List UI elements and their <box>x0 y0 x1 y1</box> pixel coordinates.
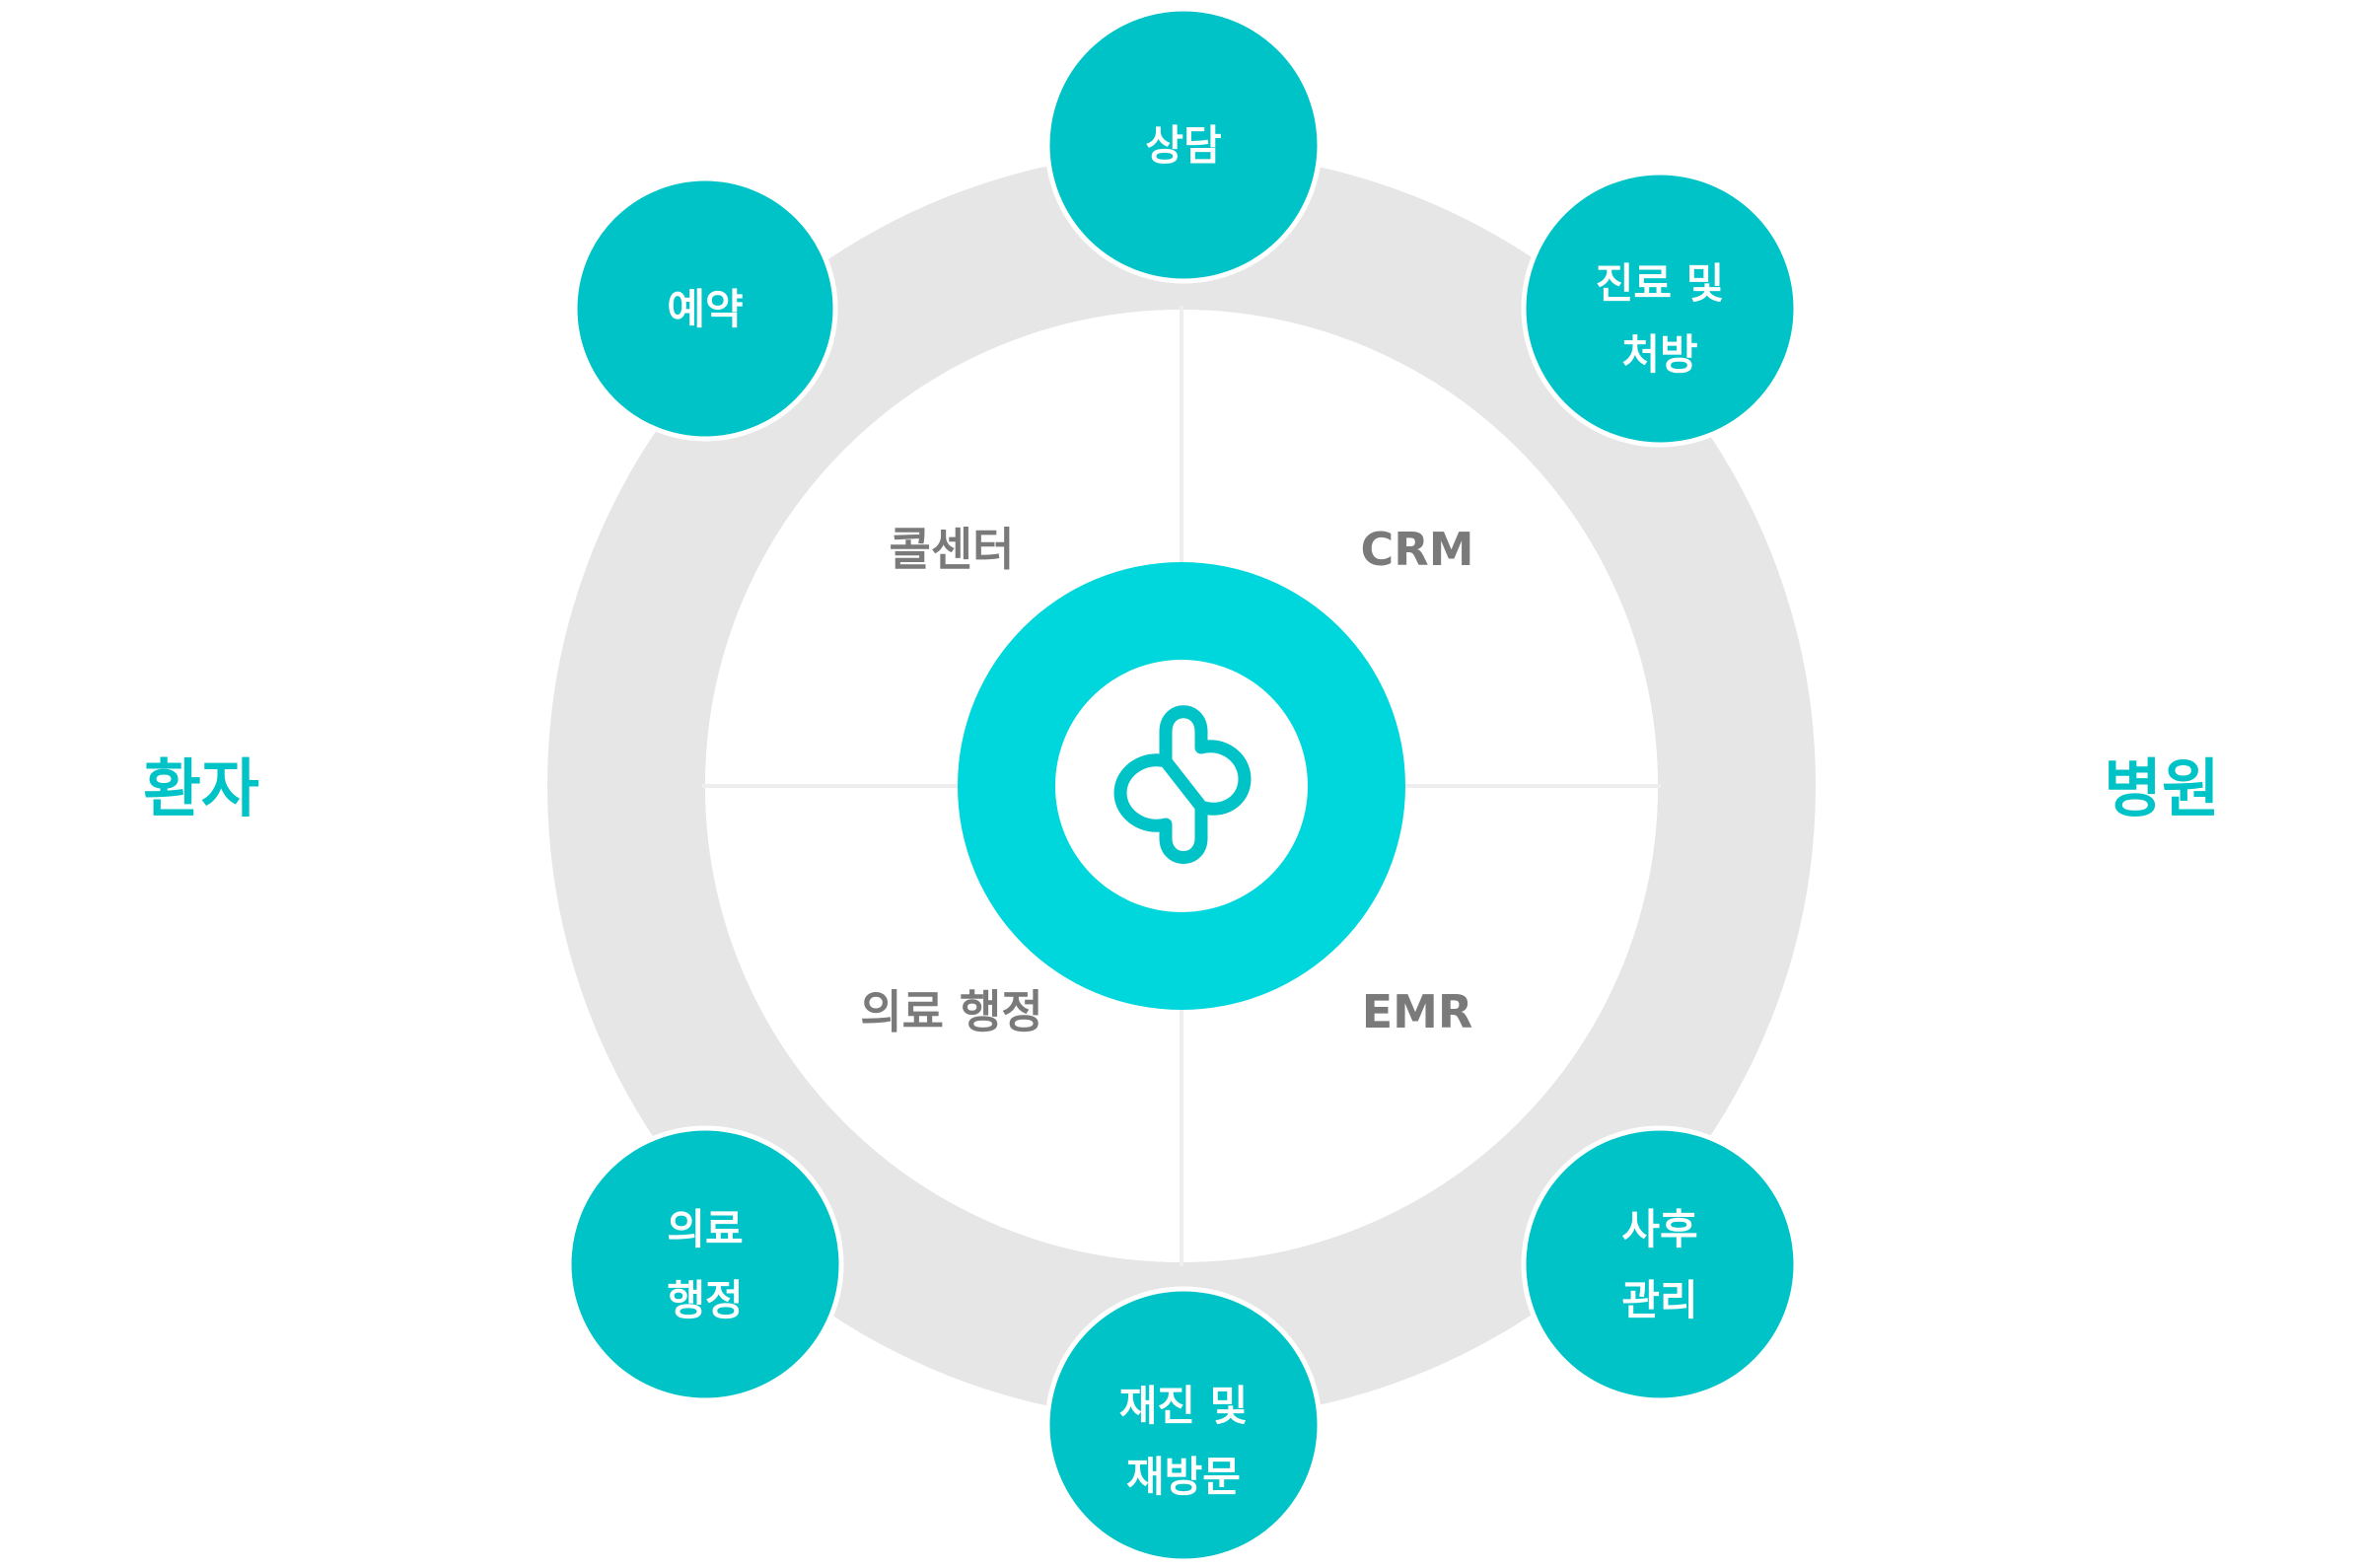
node-consultation: 상담 <box>1044 6 1323 284</box>
quadrant-dividers <box>702 306 1661 1266</box>
quadrant-label-bottom-right: EMR <box>1362 985 1473 1038</box>
node-label: 예약 <box>667 285 743 333</box>
node-circle <box>1521 170 1799 448</box>
quadrant-label-bottom-left: 의료 행정 <box>860 985 1042 1038</box>
side-label-hospital: 병원 <box>2104 753 2220 826</box>
node-label-line-1: 재진 및 <box>1119 1382 1249 1430</box>
node-circle <box>1044 1286 1323 1564</box>
node-label: 상담 <box>1145 121 1221 170</box>
node-revisit: 재진 및 재방문 <box>1044 1286 1323 1564</box>
quadrant-label-top-left: 콜센터 <box>890 523 1015 576</box>
node-circle <box>572 176 838 442</box>
node-label-line-1: 진료 및 <box>1596 259 1725 308</box>
node-circle <box>566 1125 844 1403</box>
node-label-line-2: 처방 <box>1621 330 1697 379</box>
center-core <box>958 562 1405 1010</box>
node-label-line-1: 사후 <box>1621 1205 1697 1253</box>
medical-cross-logo-icon <box>1113 705 1252 864</box>
node-circle <box>1044 6 1323 284</box>
node-aftercare: 사후 관리 <box>1521 1125 1799 1403</box>
node-label-line-2: 행정 <box>667 1276 743 1324</box>
node-label-line-2: 재방문 <box>1126 1453 1241 1501</box>
node-label-line-2: 관리 <box>1621 1276 1697 1324</box>
node-medical-administration: 의료 행정 <box>566 1125 844 1403</box>
quadrant-label-top-right: CRM <box>1361 523 1474 576</box>
node-treatment-prescription: 진료 및 처방 <box>1521 170 1799 448</box>
node-reservation: 예약 <box>572 176 838 442</box>
node-label-line-1: 의료 <box>667 1205 743 1253</box>
side-label-patient: 환자 <box>143 753 259 826</box>
node-circle <box>1521 1125 1799 1403</box>
